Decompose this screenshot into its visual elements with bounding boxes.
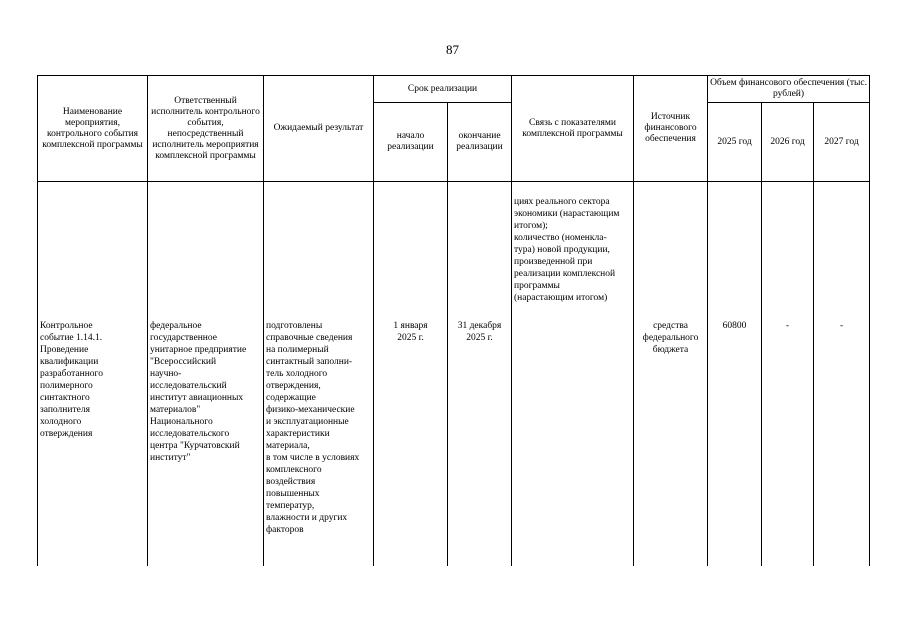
event-start: 1 января 2025 г. bbox=[373, 320, 448, 566]
header-executor: Ответственный исполнитель контрольного с… bbox=[147, 75, 264, 182]
header-year-2027: 2027 год bbox=[813, 102, 871, 182]
header-name: Наименование мероприятия, контрольного с… bbox=[37, 75, 148, 182]
event-name: Контрольное событие 1.14.1. Проведение к… bbox=[37, 320, 148, 566]
table-row: Контрольное событие 1.14.1. Проведение к… bbox=[37, 320, 871, 566]
link-continuation-text: циях реального сектора экономики (нараст… bbox=[511, 181, 635, 320]
event-volume-2025: 60800 bbox=[707, 320, 763, 566]
page-number: 87 bbox=[446, 42, 459, 57]
header-volume: Объем финансового обеспечения (тыс. рубл… bbox=[707, 75, 871, 103]
header-period-start: начало реализации bbox=[373, 102, 448, 182]
table-row-continuation: циях реального сектора экономики (нараст… bbox=[37, 181, 871, 320]
event-executor: федеральное государственное унитарное пр… bbox=[147, 320, 264, 566]
header-source: Источник финансового обеспечения bbox=[633, 75, 709, 182]
header-period-end: окончание реализации bbox=[446, 102, 513, 182]
program-table: Наименование мероприятия, контрольного с… bbox=[37, 75, 871, 566]
event-volume-2027: - bbox=[813, 320, 871, 566]
header-period: Срок реализации bbox=[372, 75, 513, 103]
header-link: Связь с показателями комплексной програм… bbox=[511, 75, 635, 182]
event-volume-2026: - bbox=[761, 320, 815, 566]
header-year-2025: 2025 год bbox=[707, 102, 763, 182]
event-end: 31 декабря 2025 г. bbox=[446, 320, 513, 566]
event-result: подготовлены справочные сведения на поли… bbox=[263, 320, 374, 566]
event-link bbox=[511, 320, 635, 566]
header-year-2026: 2026 год bbox=[761, 102, 815, 182]
event-source: средства федерального бюджета bbox=[633, 320, 709, 566]
header-result: Ожидаемый результат bbox=[263, 75, 374, 182]
